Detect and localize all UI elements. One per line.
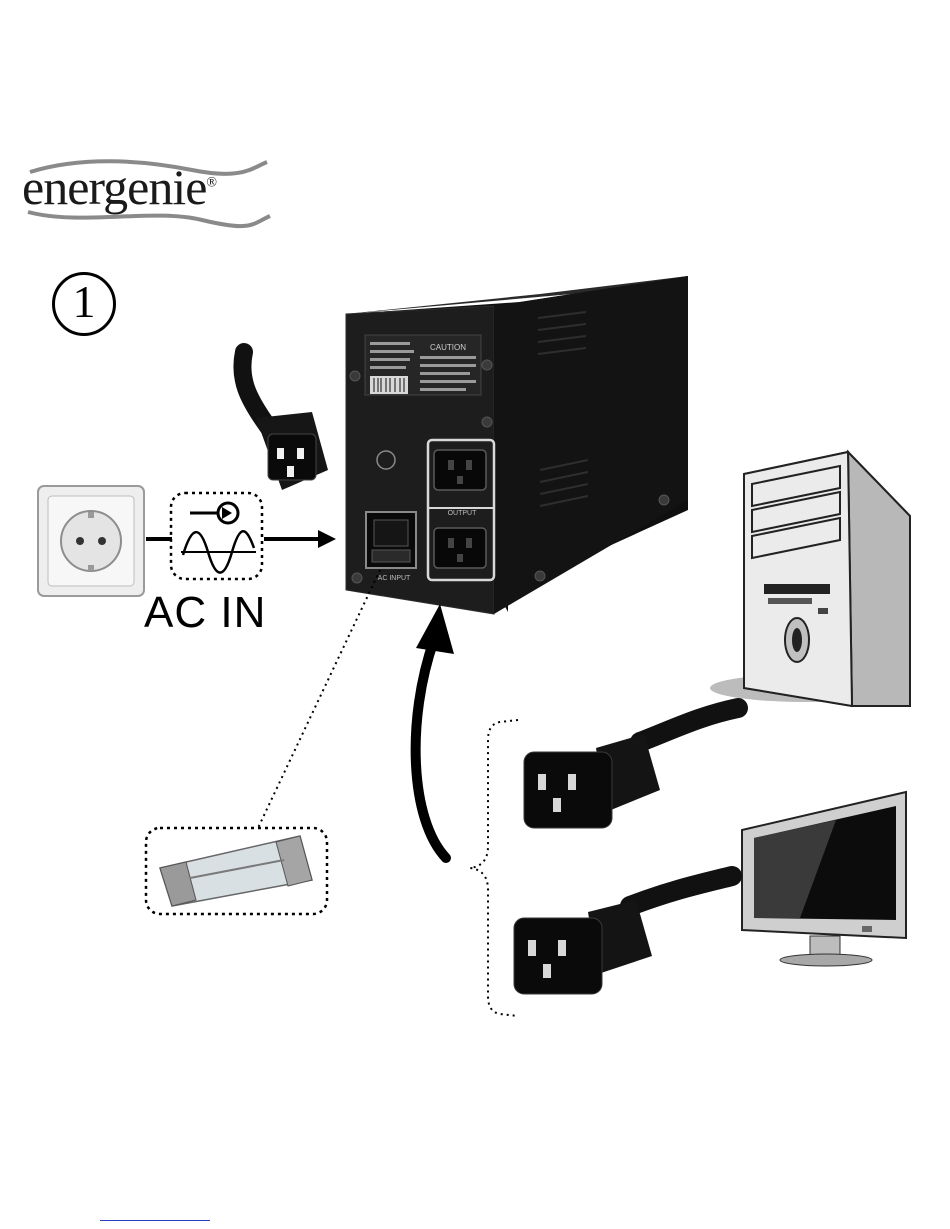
computer-tower-icon: [710, 452, 910, 706]
ups-output-label: OUTPUT: [448, 510, 478, 517]
fuse-icon: [146, 828, 327, 914]
power-cord-female-icon: [242, 352, 328, 490]
brace-line: [470, 720, 518, 1016]
fuse-pointer-line: [258, 570, 380, 828]
curved-arrow-icon: [416, 604, 454, 858]
ups-unit-icon: CAUTION OUTPUT AC INPUT: [346, 276, 688, 614]
footer-link-line[interactable]: [100, 1220, 210, 1222]
arrow-to-ups-icon: [264, 530, 336, 548]
power-cord-male-2-icon: [514, 876, 732, 994]
wall-socket-icon: [38, 486, 144, 596]
ups-caution-label: CAUTION: [430, 343, 466, 352]
ac-in-label: AC IN: [144, 588, 266, 638]
monitor-icon: [742, 792, 906, 966]
ups-input-label: AC INPUT: [378, 575, 411, 582]
power-cord-male-1-icon: [524, 708, 738, 828]
ac-symbol-icon: [171, 493, 262, 579]
